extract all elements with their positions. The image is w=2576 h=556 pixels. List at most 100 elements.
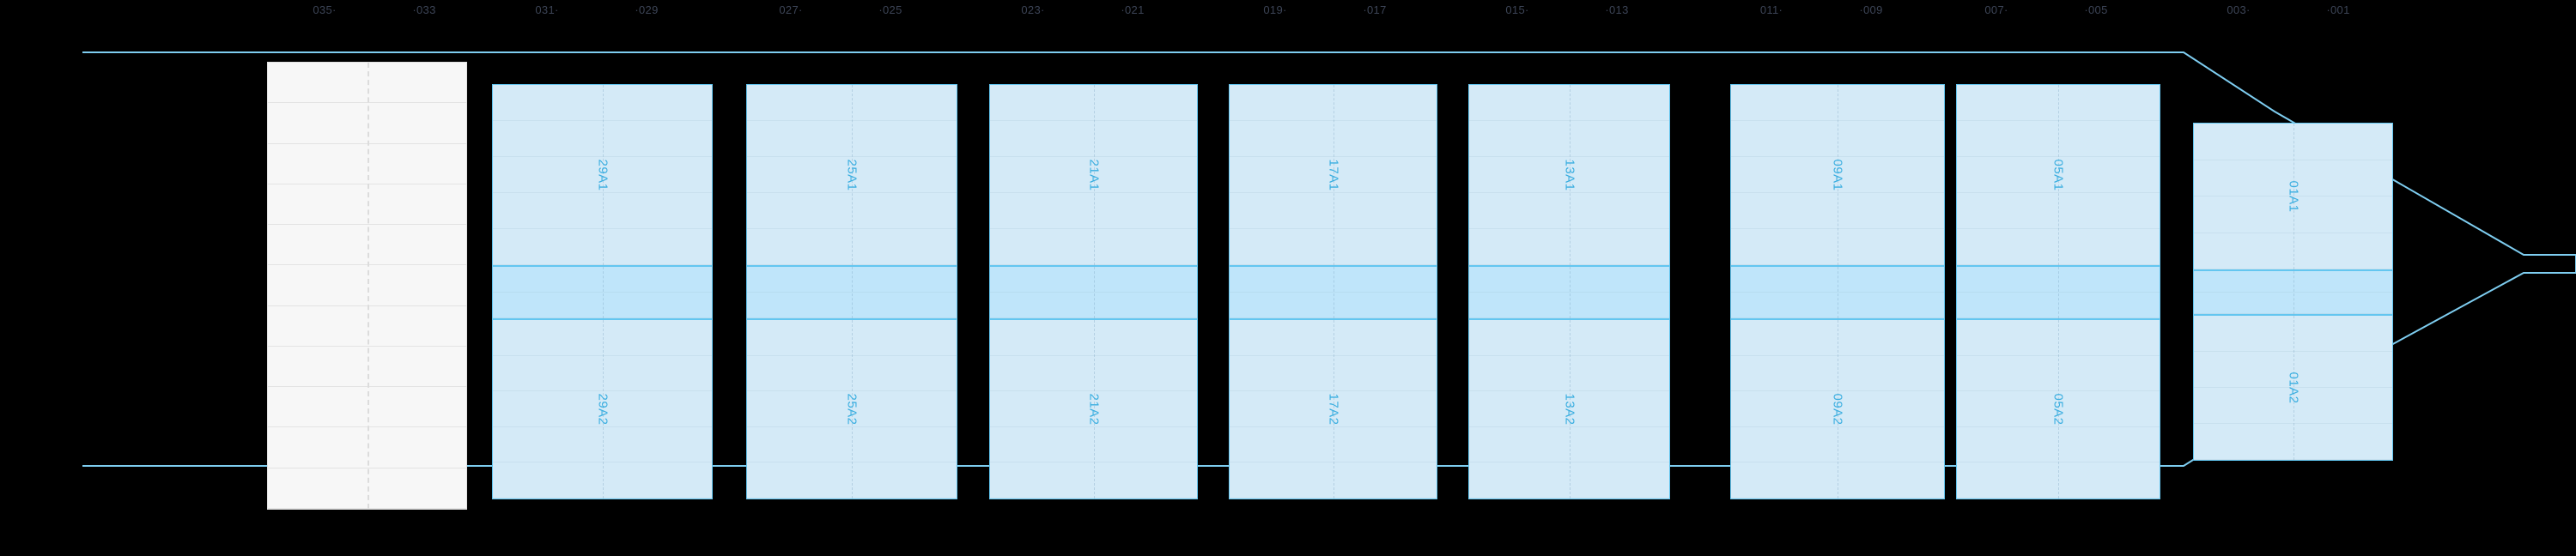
bay-cell-row[interactable] <box>990 229 1197 265</box>
bay-cell-row[interactable] <box>1957 267 2160 293</box>
bay-section-lower[interactable]: 17A2 <box>1229 319 1437 499</box>
bay-cell-row[interactable] <box>1230 193 1437 229</box>
bay-cell-row[interactable] <box>747 193 957 229</box>
stern-grid-row[interactable] <box>268 265 466 306</box>
bay-section-band[interactable] <box>2193 270 2393 315</box>
bay-section-band[interactable] <box>1229 266 1437 319</box>
bay-section-band[interactable] <box>1468 266 1670 319</box>
bay-cell-row[interactable] <box>1957 157 2160 193</box>
bay-cell-row[interactable] <box>990 157 1197 193</box>
bay-cell-row[interactable] <box>747 157 957 193</box>
bay-cell-row[interactable] <box>2194 293 2392 314</box>
bay-cell-row[interactable] <box>747 229 957 265</box>
bay-section-lower[interactable]: 09A2 <box>1730 319 1945 499</box>
bay-cell-row[interactable] <box>990 427 1197 463</box>
bay-cell-row[interactable] <box>493 229 712 265</box>
bay-section-upper[interactable]: 25A1 <box>746 84 957 266</box>
bay-cell-row[interactable] <box>493 193 712 229</box>
stern-grid-row[interactable] <box>268 63 466 104</box>
bay-cell-row[interactable] <box>747 391 957 427</box>
bay-cell-row[interactable] <box>493 267 712 293</box>
bay-cell-row[interactable] <box>493 121 712 157</box>
bay-section-lower[interactable]: 21A2 <box>989 319 1198 499</box>
bay-section-band[interactable] <box>492 266 713 319</box>
stern-grid-row[interactable] <box>268 306 466 347</box>
bay-cell-row[interactable] <box>1230 356 1437 392</box>
bay-25[interactable]: 25A1 25A2 <box>746 84 957 499</box>
bay-section-upper[interactable]: 01A1 <box>2193 123 2393 270</box>
bay-cell-row[interactable] <box>2194 233 2392 269</box>
bay-cell-row[interactable] <box>493 157 712 193</box>
bay-cell-row[interactable] <box>1957 320 2160 356</box>
bay-cell-row[interactable] <box>990 267 1197 293</box>
bay-section-band[interactable] <box>989 266 1198 319</box>
stern-grid-row[interactable] <box>268 468 466 509</box>
bay-cell-row[interactable] <box>1957 293 2160 318</box>
bay-cell-row[interactable] <box>1731 391 1944 427</box>
bay-cell-row[interactable] <box>1731 356 1944 392</box>
bay-cell-row[interactable] <box>1469 462 1669 499</box>
bay-cell-row[interactable] <box>1469 193 1669 229</box>
bay-cell-row[interactable] <box>1469 293 1669 318</box>
bay-section-upper[interactable]: 17A1 <box>1229 84 1437 266</box>
bay-cell-row[interactable] <box>2194 316 2392 352</box>
bay-cell-row[interactable] <box>493 356 712 392</box>
bay-cell-row[interactable] <box>2194 424 2392 460</box>
bay-section-upper[interactable]: 09A1 <box>1730 84 1945 266</box>
bay-cell-row[interactable] <box>1731 229 1944 265</box>
bay-cell-row[interactable] <box>1230 293 1437 318</box>
bay-cell-row[interactable] <box>1230 121 1437 157</box>
bay-cell-row[interactable] <box>493 320 712 356</box>
bay-cell-row[interactable] <box>1731 267 1944 293</box>
bay-09[interactable]: 09A1 09A2 <box>1730 84 1945 499</box>
bay-cell-row[interactable] <box>990 121 1197 157</box>
bay-section-lower[interactable]: 25A2 <box>746 319 957 499</box>
stern-grid-row[interactable] <box>268 184 466 226</box>
stern-grid-row[interactable] <box>268 427 466 468</box>
bay-cell-row[interactable] <box>1731 320 1944 356</box>
bay-cell-row[interactable] <box>1230 267 1437 293</box>
bay-section-lower[interactable]: 13A2 <box>1468 319 1670 499</box>
bay-05[interactable]: 05A1 05A2 <box>1956 84 2160 499</box>
bay-section-lower[interactable]: 05A2 <box>1956 319 2160 499</box>
bay-29[interactable]: 29A1 29A2 <box>492 84 713 499</box>
bay-section-upper[interactable]: 05A1 <box>1956 84 2160 266</box>
bay-cell-row[interactable] <box>1469 157 1669 193</box>
bay-cell-row[interactable] <box>990 356 1197 392</box>
bay-section-band[interactable] <box>1956 266 2160 319</box>
bay-cell-row[interactable] <box>493 427 712 463</box>
bay-cell-row[interactable] <box>1731 293 1944 318</box>
bay-cell-row[interactable] <box>1731 121 1944 157</box>
bay-section-lower[interactable]: 01A2 <box>2193 315 2393 461</box>
bay-cell-row[interactable] <box>1731 193 1944 229</box>
bay-cell-row[interactable] <box>2194 124 2392 160</box>
stern-grid-row[interactable] <box>268 347 466 388</box>
bay-cell-row[interactable] <box>1230 391 1437 427</box>
bay-01[interactable]: 01A1 01A2 <box>2193 123 2393 461</box>
bay-cell-row[interactable] <box>1957 391 2160 427</box>
bay-cell-row[interactable] <box>1469 229 1669 265</box>
bay-section-upper[interactable]: 21A1 <box>989 84 1198 266</box>
bay-cell-row[interactable] <box>1230 229 1437 265</box>
bay-cell-row[interactable] <box>1731 427 1944 463</box>
bay-cell-row[interactable] <box>1230 157 1437 193</box>
bay-cell-row[interactable] <box>2194 271 2392 293</box>
bay-21[interactable]: 21A1 21A2 <box>989 84 1198 499</box>
bay-cell-row[interactable] <box>1731 157 1944 193</box>
bay-section-band[interactable] <box>746 266 957 319</box>
bay-section-upper[interactable]: 29A1 <box>492 84 713 266</box>
bay-cell-row[interactable] <box>990 193 1197 229</box>
bay-cell-row[interactable] <box>1731 462 1944 499</box>
bay-cell-row[interactable] <box>493 391 712 427</box>
bay-cell-row[interactable] <box>747 267 957 293</box>
stern-grid-row[interactable] <box>268 103 466 144</box>
bay-section-lower[interactable]: 29A2 <box>492 319 713 499</box>
bay-cell-row[interactable] <box>747 293 957 318</box>
bay-cell-row[interactable] <box>1957 121 2160 157</box>
bay-cell-row[interactable] <box>990 391 1197 427</box>
bay-cell-row[interactable] <box>990 320 1197 356</box>
bay-cell-row[interactable] <box>1957 427 2160 463</box>
bay-cell-row[interactable] <box>1230 427 1437 463</box>
bay-cell-row[interactable] <box>990 462 1197 499</box>
